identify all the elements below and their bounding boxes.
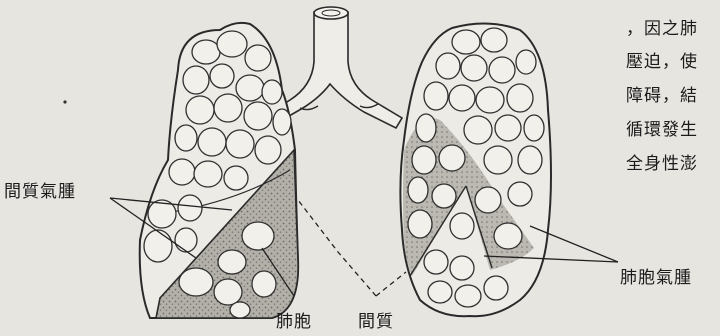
text-line-1: ，因之肺 bbox=[626, 19, 698, 39]
leader-interstitium bbox=[298, 200, 376, 296]
right-lung bbox=[400, 23, 551, 316]
label-interstitium: 間質 bbox=[358, 312, 394, 332]
text-line-3: 障碍，結 bbox=[626, 86, 698, 106]
text-line-4: 循環發生 bbox=[626, 120, 698, 140]
text-line-2: 壓迫，使 bbox=[626, 52, 698, 72]
left-lung bbox=[140, 23, 298, 318]
label-interstitial-emphysema: 間質氣腫 bbox=[4, 182, 76, 202]
label-alveoli: 肺胞 bbox=[276, 312, 312, 332]
label-alveolar-emphysema: 肺胞氣腫 bbox=[620, 268, 692, 288]
leader-interstitium-2 bbox=[376, 272, 406, 296]
text-line-5: 全身性澎 bbox=[626, 154, 698, 174]
